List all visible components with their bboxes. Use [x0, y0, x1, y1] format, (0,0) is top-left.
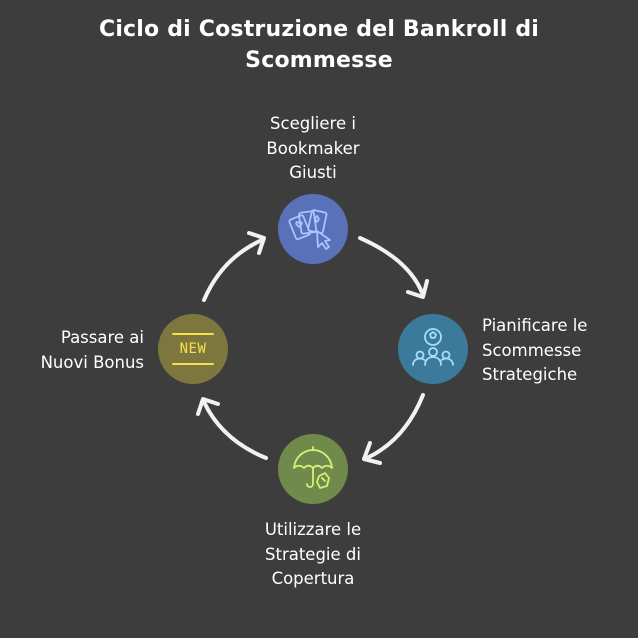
cards-cursor-icon	[288, 209, 331, 250]
team-strategy-icon	[412, 328, 454, 366]
arrow-bottom-to-left	[202, 400, 268, 460]
step-label-plan-bets: Pianificare le Scommesse Strategiche	[482, 316, 588, 384]
arrow-right-to-bottom	[365, 393, 425, 460]
arrow-top-to-right	[358, 236, 425, 297]
step-node-hedging	[278, 434, 348, 504]
title-line-1: Ciclo di Costruzione del Bankroll di	[98, 17, 540, 42]
step-label-hedging: Utilizzare le Strategie di Copertura	[264, 520, 362, 588]
arrow-head-bottom-to-left	[196, 397, 220, 416]
diagram-title: Ciclo di Costruzione del Bankroll di Sco…	[0, 14, 638, 76]
step-node-plan-bets	[398, 314, 468, 384]
step-node-choose-bookmaker	[278, 194, 348, 264]
step-label-new-bonus: Passare ai Nuovi Bonus	[40, 328, 144, 372]
step-label-choose-bookmaker: Scegliere i Bookmaker Giusti	[266, 114, 360, 182]
arrow-head-right-to-bottom	[362, 441, 382, 465]
arrow-head-left-to-top	[247, 231, 266, 255]
arrow-head-top-to-right	[406, 279, 429, 299]
new-badge-text: NEW	[179, 341, 207, 357]
title-line-2: Scommesse	[245, 48, 393, 73]
new-badge-top-bar	[172, 333, 214, 335]
arrow-left-to-top	[202, 238, 264, 302]
new-badge-bottom-bar	[172, 363, 214, 365]
umbrella-cover-icon	[293, 446, 333, 489]
step-node-new-bonus: NEW	[158, 314, 228, 384]
